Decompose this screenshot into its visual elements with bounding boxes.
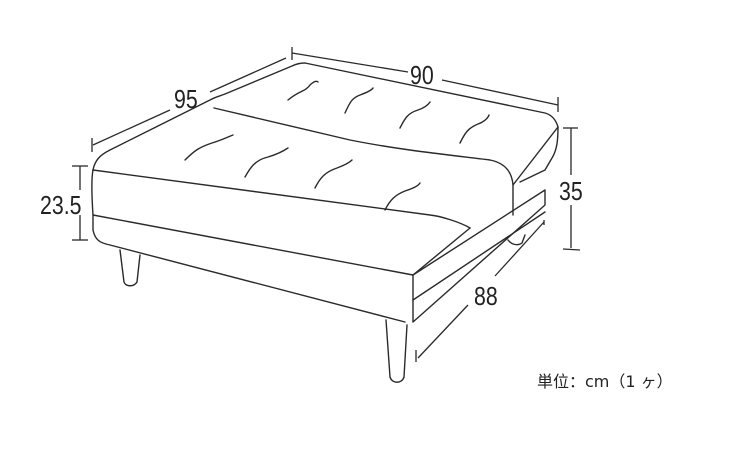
leg-span-label: 88 [474, 281, 498, 311]
seat-height-label: 23.5 [40, 190, 82, 220]
total-height-label: 35 [559, 176, 583, 206]
depth-label: 95 [174, 84, 198, 114]
unit-note: 単位：cm（1 ヶ） [537, 372, 673, 391]
width-label: 90 [410, 60, 434, 90]
